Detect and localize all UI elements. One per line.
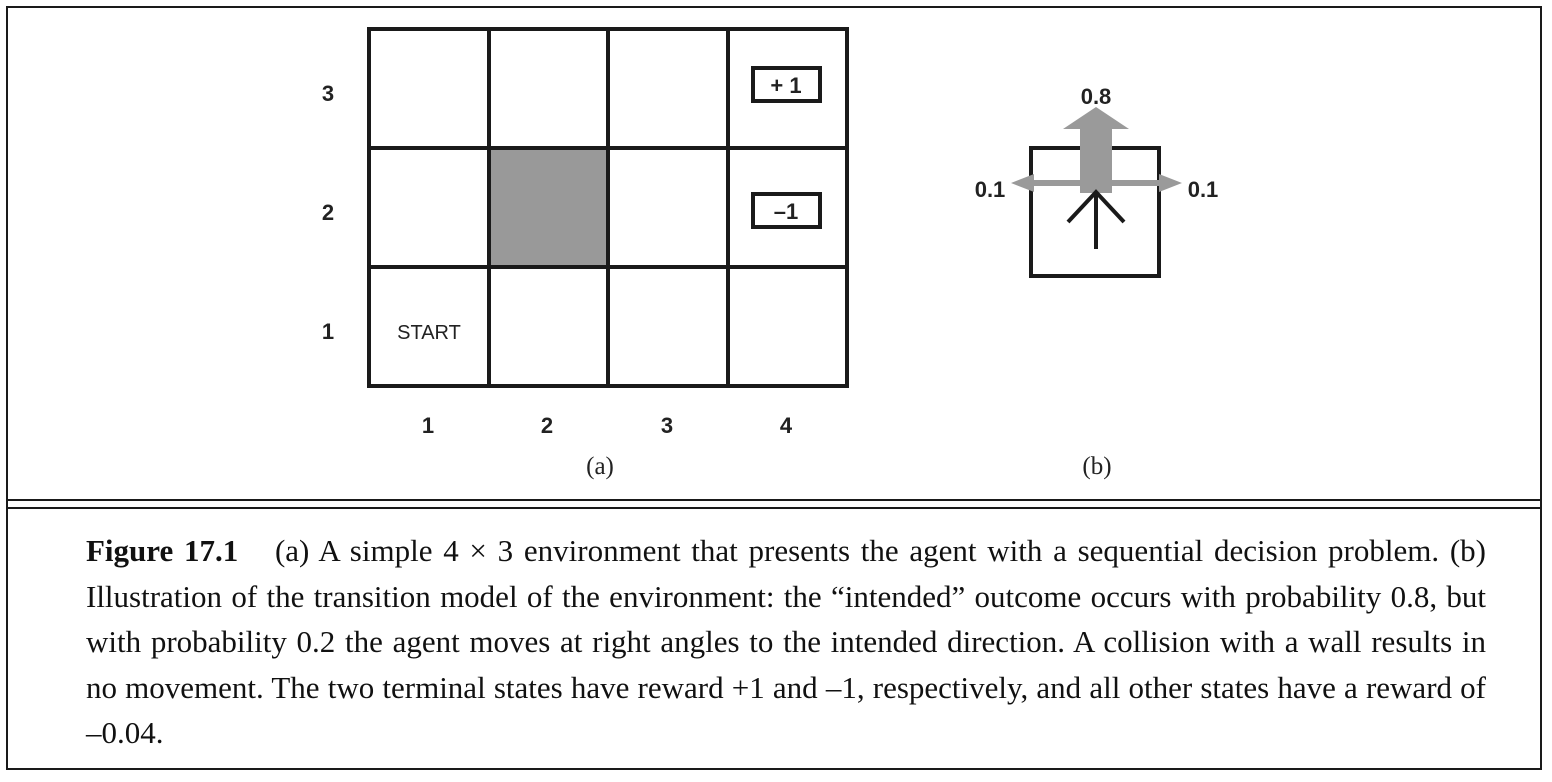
caption-separator-top: [6, 499, 1542, 501]
right-arrow-icon: [1112, 174, 1182, 192]
up-arrow-icon: [1063, 107, 1129, 193]
obstacle-cell: [489, 148, 608, 267]
grid-world: + 1 –1 START 3 2 1 1 2 3 4 (a): [322, 27, 849, 480]
caption-text: (a) A simple 4 × 3 environment that pres…: [86, 533, 1486, 750]
prob-right-label: 0.1: [1188, 177, 1219, 202]
panel-a-sublabel: (a): [586, 453, 614, 480]
transition-model: 0.8 0.1 0.1 (b): [975, 84, 1219, 480]
figure-caption: Figure 17.1 (a) A simple 4 × 3 environme…: [86, 528, 1486, 756]
probability-arrows: [1011, 107, 1182, 193]
intended-direction-arrow-icon: [1066, 189, 1126, 249]
col-label-1: 1: [422, 413, 434, 438]
terminal-minus-box: [751, 192, 822, 229]
row-label-3: 3: [322, 81, 334, 106]
col-label-2: 2: [541, 413, 553, 438]
row-label-1: 1: [322, 319, 334, 344]
panel-b-sublabel: (b): [1082, 453, 1111, 480]
row-label-2: 2: [322, 200, 334, 225]
prob-left-label: 0.1: [975, 177, 1006, 202]
terminal-plus-box: [751, 66, 822, 103]
start-label: START: [397, 322, 461, 344]
prob-up-label: 0.8: [1081, 84, 1112, 109]
figure-label: Figure 17.1: [86, 533, 239, 568]
col-label-4: 4: [780, 413, 793, 438]
left-arrow-icon: [1011, 174, 1080, 192]
col-label-3: 3: [661, 413, 673, 438]
figure-diagram: + 1 –1 START 3 2 1 1 2 3 4 (a) 0.8 0.1 0…: [322, 27, 1219, 480]
terminal-minus-label: –1: [774, 199, 798, 224]
caption-separator-bottom: [6, 507, 1542, 509]
figure-frame: [6, 6, 1542, 770]
terminal-plus-label: + 1: [770, 73, 801, 98]
